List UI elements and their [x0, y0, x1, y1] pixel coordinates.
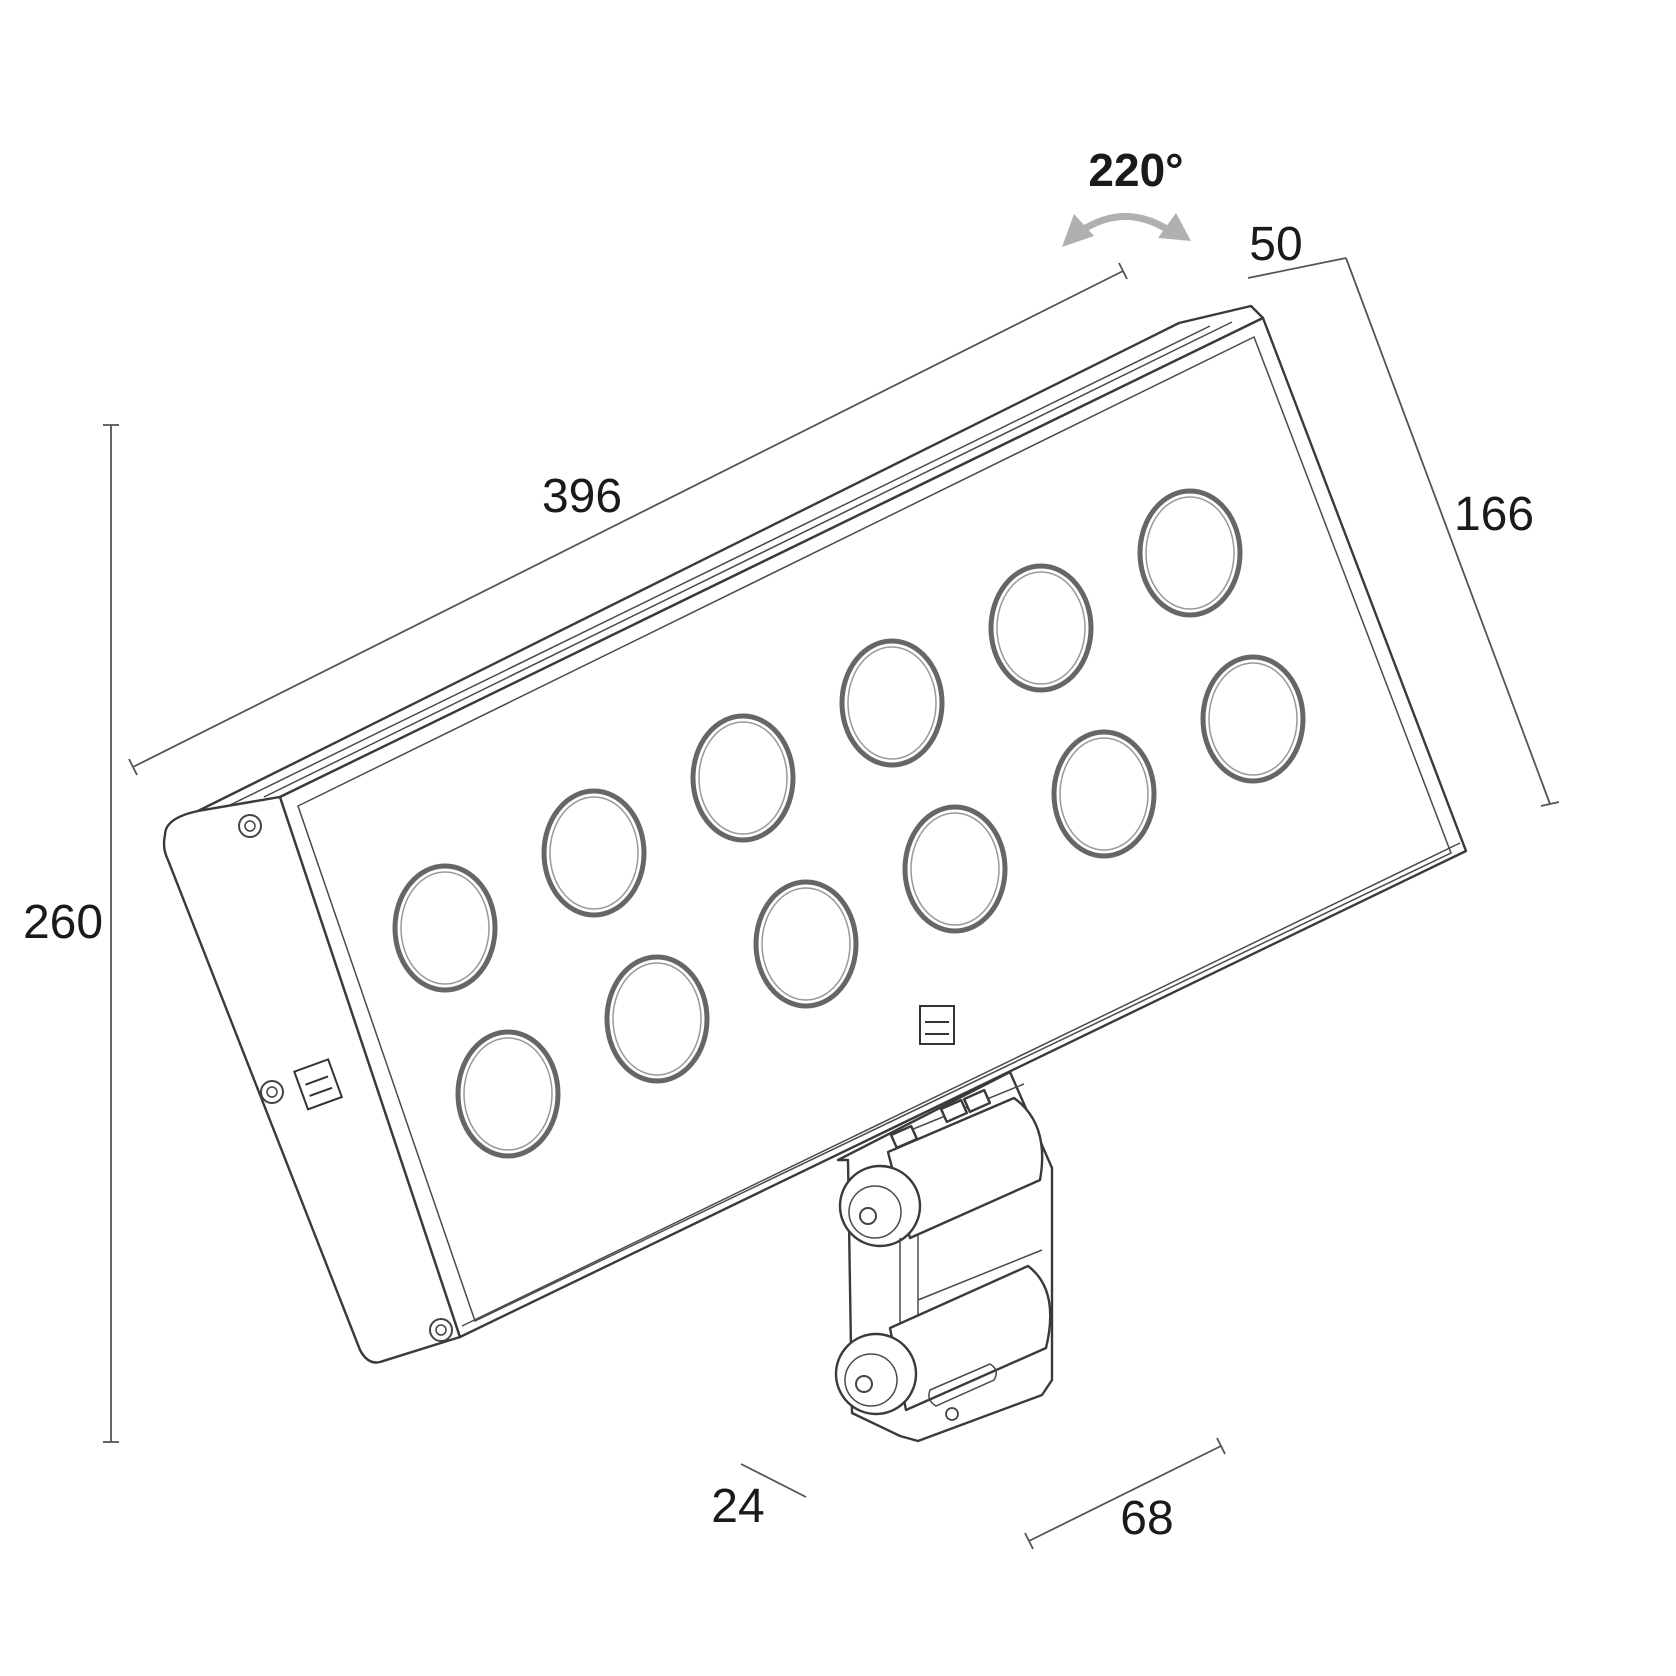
screw-top-inner — [244, 820, 256, 832]
lens-1-inner-ring — [400, 871, 490, 985]
lens-8 — [604, 954, 710, 1084]
housing-front-inner-frame — [297, 335, 1452, 1323]
bracket-mount-hole — [945, 1407, 959, 1421]
length-dim-tick-right — [1118, 262, 1128, 280]
lens-6-inner-ring — [1145, 496, 1235, 610]
rotation-arrow — [1062, 213, 1191, 247]
lens-2-inner-ring — [549, 796, 639, 910]
bracket-lower-screw — [855, 1375, 873, 1393]
bracket-offset-dim-line — [740, 1463, 807, 1498]
height-label: 260 — [23, 896, 103, 949]
bracket-width-dim-tick-right — [1216, 1437, 1226, 1455]
bracket-lower-knob-ring — [844, 1353, 898, 1407]
bracket-upper-barrel — [886, 1096, 1044, 1240]
lens-7 — [455, 1029, 561, 1159]
bracket-upper-screw — [859, 1207, 877, 1225]
lens-12-inner-ring — [1208, 662, 1298, 776]
bracket-width-dim-line — [1028, 1445, 1222, 1542]
length-dim-line — [132, 270, 1124, 768]
bracket-upper-knob-ring — [848, 1185, 902, 1239]
dimension-labels: 220° 50 396 166 260 24 68 — [23, 144, 1534, 1545]
lens-9-inner-ring — [761, 887, 851, 1001]
lens-10-inner-ring — [910, 812, 1000, 926]
width-dim-tick — [1540, 801, 1560, 807]
top-face-groove-1 — [227, 325, 1211, 807]
lens-11 — [1051, 729, 1157, 859]
length-dim-tick-left — [128, 758, 138, 776]
bracket-width-dim-tick-left — [1024, 1532, 1034, 1550]
length-label: 396 — [542, 470, 622, 523]
width-dim-line — [1345, 257, 1551, 805]
screw-mid-inner — [266, 1086, 278, 1098]
rotation-arc — [1079, 213, 1172, 234]
screw-bottom-inner — [435, 1324, 447, 1336]
front-bottom-edge-line — [461, 842, 1461, 1327]
lens-1 — [392, 863, 498, 993]
screw-mid — [260, 1080, 284, 1104]
lens-3 — [690, 713, 796, 843]
bracket-upper-knob — [838, 1164, 922, 1248]
dimension-lines — [103, 257, 1560, 1550]
depth-label: 50 — [1249, 218, 1302, 271]
lens-5-inner-ring — [996, 571, 1086, 685]
top-face-groove-2 — [263, 321, 1233, 798]
bracket-offset-label: 24 — [711, 1480, 764, 1533]
rotation-arrowhead-left — [1062, 214, 1094, 247]
lens-5 — [988, 563, 1094, 693]
lens-array — [392, 488, 1306, 1159]
front-label-mark — [919, 1005, 955, 1045]
bracket-width-label: 68 — [1120, 1492, 1173, 1545]
lens-9 — [753, 879, 859, 1009]
bracket-mid-line-3 — [917, 1249, 1043, 1301]
lens-4 — [839, 638, 945, 768]
housing — [162, 304, 1468, 1364]
rotation-angle-label: 220° — [1088, 144, 1183, 196]
end-cap-screws — [238, 814, 453, 1342]
bracket-tab-3 — [962, 1088, 992, 1114]
lens-4-inner-ring — [847, 646, 937, 760]
lens-7-inner-ring — [463, 1037, 553, 1151]
bracket-lower-barrel — [888, 1264, 1052, 1412]
bracket-mount-slot — [928, 1363, 997, 1407]
width-label: 166 — [1454, 488, 1534, 541]
bracket-tab-1 — [889, 1124, 919, 1150]
lens-8-inner-ring — [612, 962, 702, 1076]
lens-12 — [1200, 654, 1306, 784]
mounting-bracket — [834, 1070, 1054, 1443]
end-cap-label-mark — [293, 1058, 344, 1111]
screw-bottom — [429, 1318, 453, 1342]
lens-11-inner-ring — [1059, 737, 1149, 851]
depth-dim-line — [1247, 257, 1347, 279]
lens-3-inner-ring — [698, 721, 788, 835]
lens-10 — [902, 804, 1008, 934]
lens-6 — [1137, 488, 1243, 618]
bracket-lower-knob — [834, 1332, 918, 1416]
bracket-tab-2 — [939, 1098, 969, 1124]
rotation-arrowhead-right — [1158, 213, 1191, 241]
screw-top — [238, 814, 262, 838]
lens-2 — [541, 788, 647, 918]
